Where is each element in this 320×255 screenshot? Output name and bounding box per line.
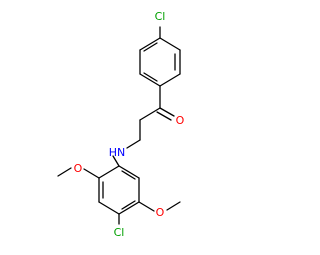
atom-label-methoxy-oxygen-left: O	[74, 162, 83, 175]
atom-label-carbonyl-oxygen: O	[176, 114, 185, 127]
bond	[121, 170, 136, 180]
atom-label-cl-top: Cl	[155, 10, 166, 23]
atom-label-cl-bottom: Cl	[114, 226, 125, 239]
structure-canvas: Cl O HN O O Cl	[57, 10, 185, 239]
bond	[98, 201, 120, 215]
bond	[112, 155, 120, 167]
molecule-structure: Cl O HN O O Cl	[57, 10, 185, 239]
bond	[159, 37, 181, 51]
bonds	[57, 26, 181, 225]
bond	[139, 37, 161, 51]
bond	[139, 107, 161, 121]
bond	[159, 73, 181, 87]
bond	[118, 201, 140, 215]
bond	[139, 73, 161, 87]
bond	[166, 201, 181, 211]
bond	[143, 72, 158, 82]
atom-label-nh: HN	[109, 146, 126, 159]
bond	[118, 165, 140, 179]
bond	[138, 201, 155, 212]
bond	[156, 111, 172, 121]
bond	[57, 167, 72, 177]
bond	[83, 168, 100, 179]
bond	[98, 165, 120, 179]
bond	[121, 200, 136, 210]
bond	[126, 139, 141, 149]
atom-label-methoxy-oxygen-right: O	[156, 206, 165, 219]
atom-labels: Cl O HN O O Cl	[74, 10, 185, 239]
bond	[143, 42, 158, 52]
bond	[159, 107, 175, 117]
